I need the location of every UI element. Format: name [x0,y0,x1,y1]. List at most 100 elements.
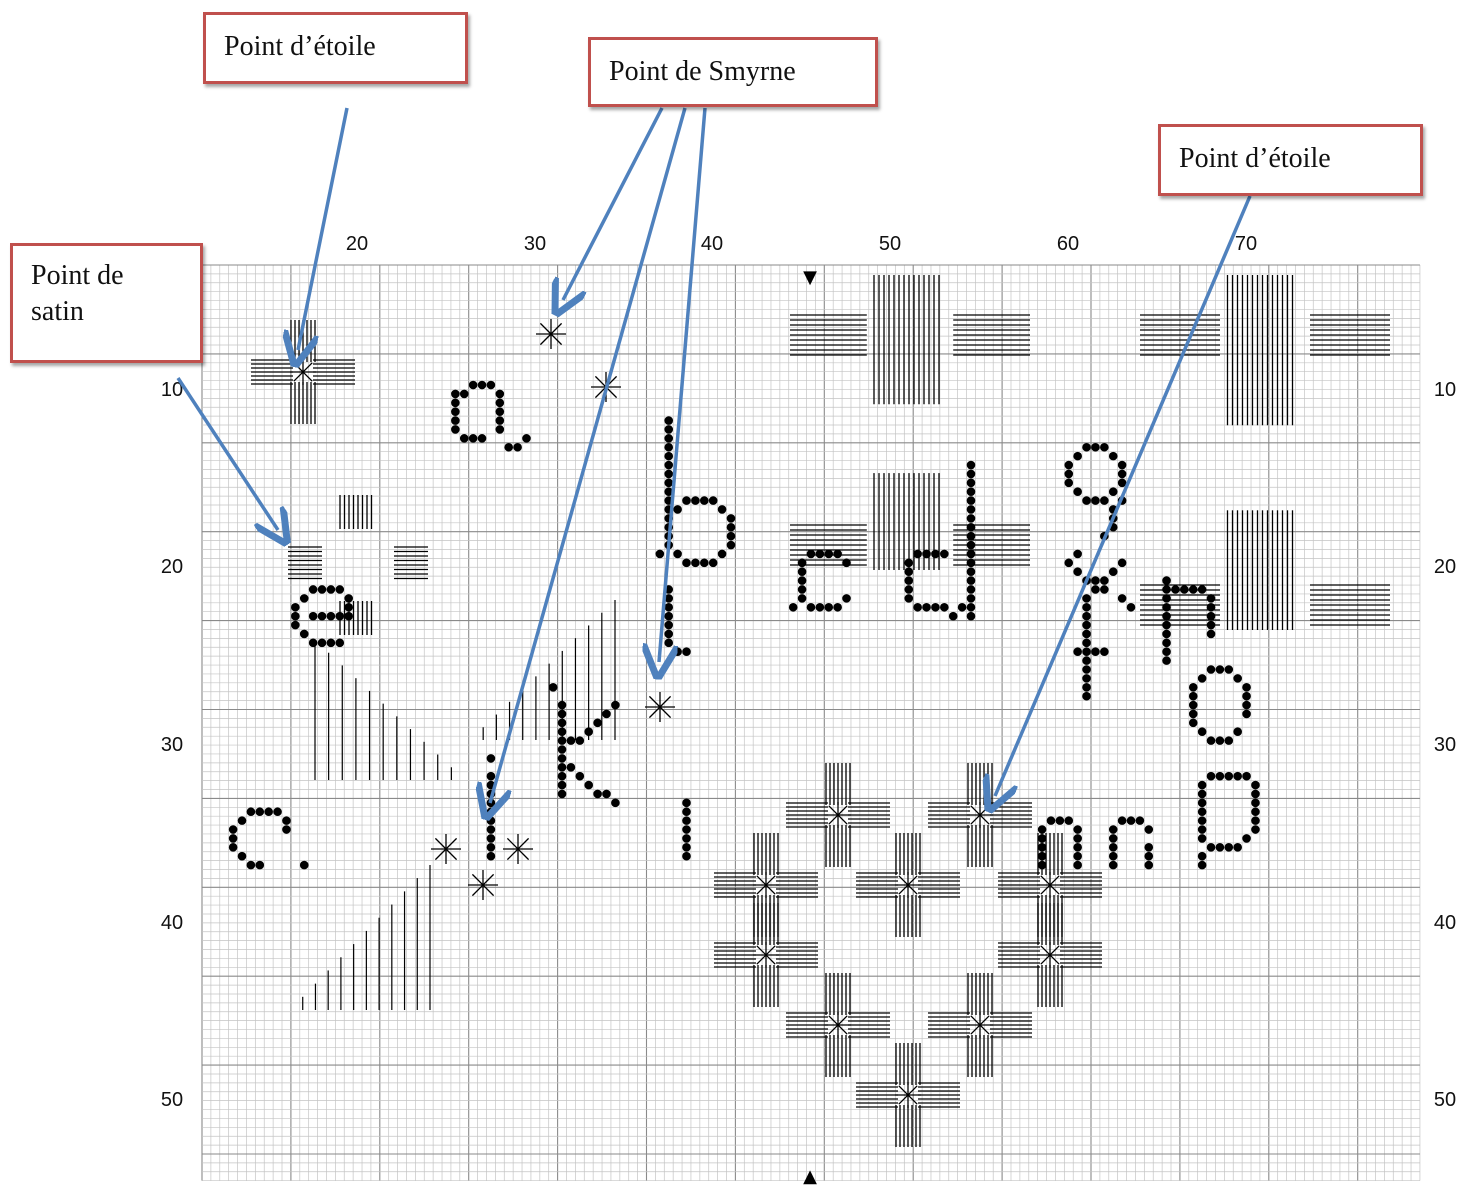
stitch-dot [967,585,976,594]
stitch-dot [558,763,567,772]
stitch-dot [1064,470,1073,479]
stitch-dot [967,567,976,576]
stitch-dot [1251,816,1260,825]
stitch-dot [1109,843,1118,852]
stitch-dot [682,799,691,808]
stitch-dot [1207,665,1216,674]
stitch-dot [1082,639,1091,648]
stitch-dot [602,710,611,719]
stitch-dot [318,639,327,648]
stitch-dot [1233,772,1242,781]
stitch-dot [229,825,238,834]
stitch-dot [1198,585,1207,594]
row-numbers-left: 10 20 30 40 50 [161,379,183,1111]
stitch-dot [1144,852,1153,861]
callout-point-de-smyrne: Point de Smyrne [588,37,878,107]
stitch-dot [309,639,318,648]
column-number: 30 [524,233,546,255]
stitch-dot [682,834,691,843]
stitch-dot [1207,594,1216,603]
stitch-dot [940,603,949,612]
stitch-dot [273,807,282,816]
stitch-dot [611,701,620,710]
stitch-dot [798,594,807,603]
stitch-dot [1100,576,1109,585]
stitch-dot [727,532,736,541]
stitch-pattern [229,275,1390,1147]
stitch-dot [798,567,807,576]
row-number: 50 [1434,1089,1456,1111]
stitch-dot [1109,825,1118,834]
stitch-dot [1198,816,1207,825]
stitch-dot [247,807,256,816]
stitch-dot [1082,647,1091,656]
stitch-dot [1162,585,1171,594]
stitch-dot [487,825,496,834]
stitch-dot [1118,594,1127,603]
stitch-dot [1109,834,1118,843]
stitch-dot [282,825,291,834]
stitch-dot [584,727,593,736]
stitch-dot [255,807,264,816]
stitch-dot [451,425,460,434]
stitch-dot [1082,630,1091,639]
stitch-dot [1216,736,1225,745]
stitch-dot [1189,683,1198,692]
stitch-dot [504,443,513,452]
center-marker-bottom: ▲ [803,1166,817,1185]
stitch-dot [478,434,487,443]
stitch-dot [1224,665,1233,674]
stitch-dot [842,594,851,603]
center-marker-top: ▼ [803,267,817,288]
row-number: 30 [1434,734,1456,756]
stitch-dot [673,505,682,514]
stitch-dot [1082,621,1091,630]
column-number: 70 [1235,233,1257,255]
stitch-dot [1118,470,1127,479]
stitch-dot [967,532,976,541]
stitch-dot [1198,781,1207,790]
stitch-dot [460,390,469,399]
stitch-dot [1216,665,1225,674]
stitch-dot [1242,692,1251,701]
stitch-dot [1207,772,1216,781]
callout-point-de-satin: Point de satin [10,243,203,363]
stitch-dot [576,772,585,781]
stitch-dot [1073,647,1082,656]
stitch-dot [1198,834,1207,843]
stitch-dot [922,550,931,559]
stitch-dot [967,514,976,523]
stitch-dot [1109,852,1118,861]
stitch-dot [487,843,496,852]
stitch-dot [682,816,691,825]
stitch-dot [291,603,300,612]
row-number: 20 [161,556,183,578]
stitch-dot [967,461,976,470]
stitch-dot [1162,612,1171,621]
stitch-dot [664,621,673,630]
stitch-dot [327,639,336,648]
column-number: 40 [701,233,723,255]
stitch-dot [673,550,682,559]
stitch-dot [1064,816,1073,825]
stitch-dot [1038,852,1047,861]
stitch-dot [967,523,976,532]
stitch-dot [451,416,460,425]
stitch-dot [798,576,807,585]
stitch-dot [496,407,505,416]
stitch-dot [1207,630,1216,639]
stitch-dot [1073,861,1082,870]
stitch-dot [1198,799,1207,808]
stitch-dot [1162,639,1171,648]
stitch-dot [1100,443,1109,452]
stitch-dot [1162,630,1171,639]
stitch-dot [1251,799,1260,808]
stitch-dot [318,612,327,621]
stitch-dot [1109,567,1118,576]
stitch-dot [1242,683,1251,692]
stitch-dot [664,603,673,612]
stitch-dot [1100,585,1109,594]
stitch-dot [238,852,247,861]
stitch-dot [1091,647,1100,656]
stitch-dot [344,603,353,612]
